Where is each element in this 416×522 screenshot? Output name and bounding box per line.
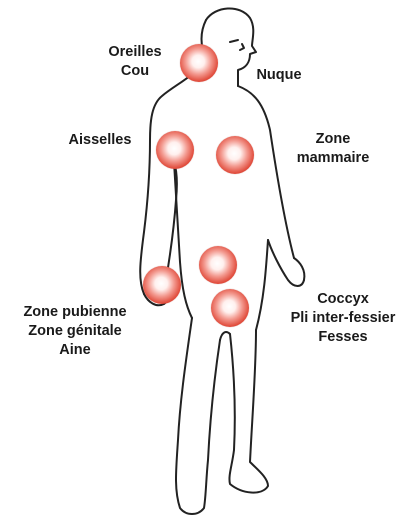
lymph-dot-abdomen [199,246,237,284]
label-coccyx-zone: Coccyx Pli inter-fessier Fesses [272,290,414,347]
label-line: Zone [288,130,378,149]
label-line: Fesses [272,328,414,347]
label-line: Zone génitale [2,322,148,341]
label-line: Nuque [244,66,314,85]
label-ears-neck: Oreilles Cou [92,43,178,81]
label-line: Coccyx [272,290,414,309]
label-line: Aisselles [56,131,144,150]
label-line: Cou [92,62,178,81]
lymph-dot-ears-neck [180,44,218,82]
lymph-dot-armpit [156,131,194,169]
label-line: Zone pubienne [2,303,148,322]
label-line: Pli inter-fessier [272,309,414,328]
lymph-dot-breast [216,136,254,174]
lymph-dot-pubic [143,266,181,304]
label-line: Aine [2,341,148,360]
label-armpits: Aisselles [56,131,144,150]
label-nape: Nuque [244,66,314,85]
label-line: Oreilles [92,43,178,62]
label-pubic-zone: Zone pubienne Zone génitale Aine [2,303,148,360]
label-line: mammaire [288,149,378,168]
label-breast-zone: Zone mammaire [288,130,378,168]
lymph-dot-coccyx [211,289,249,327]
